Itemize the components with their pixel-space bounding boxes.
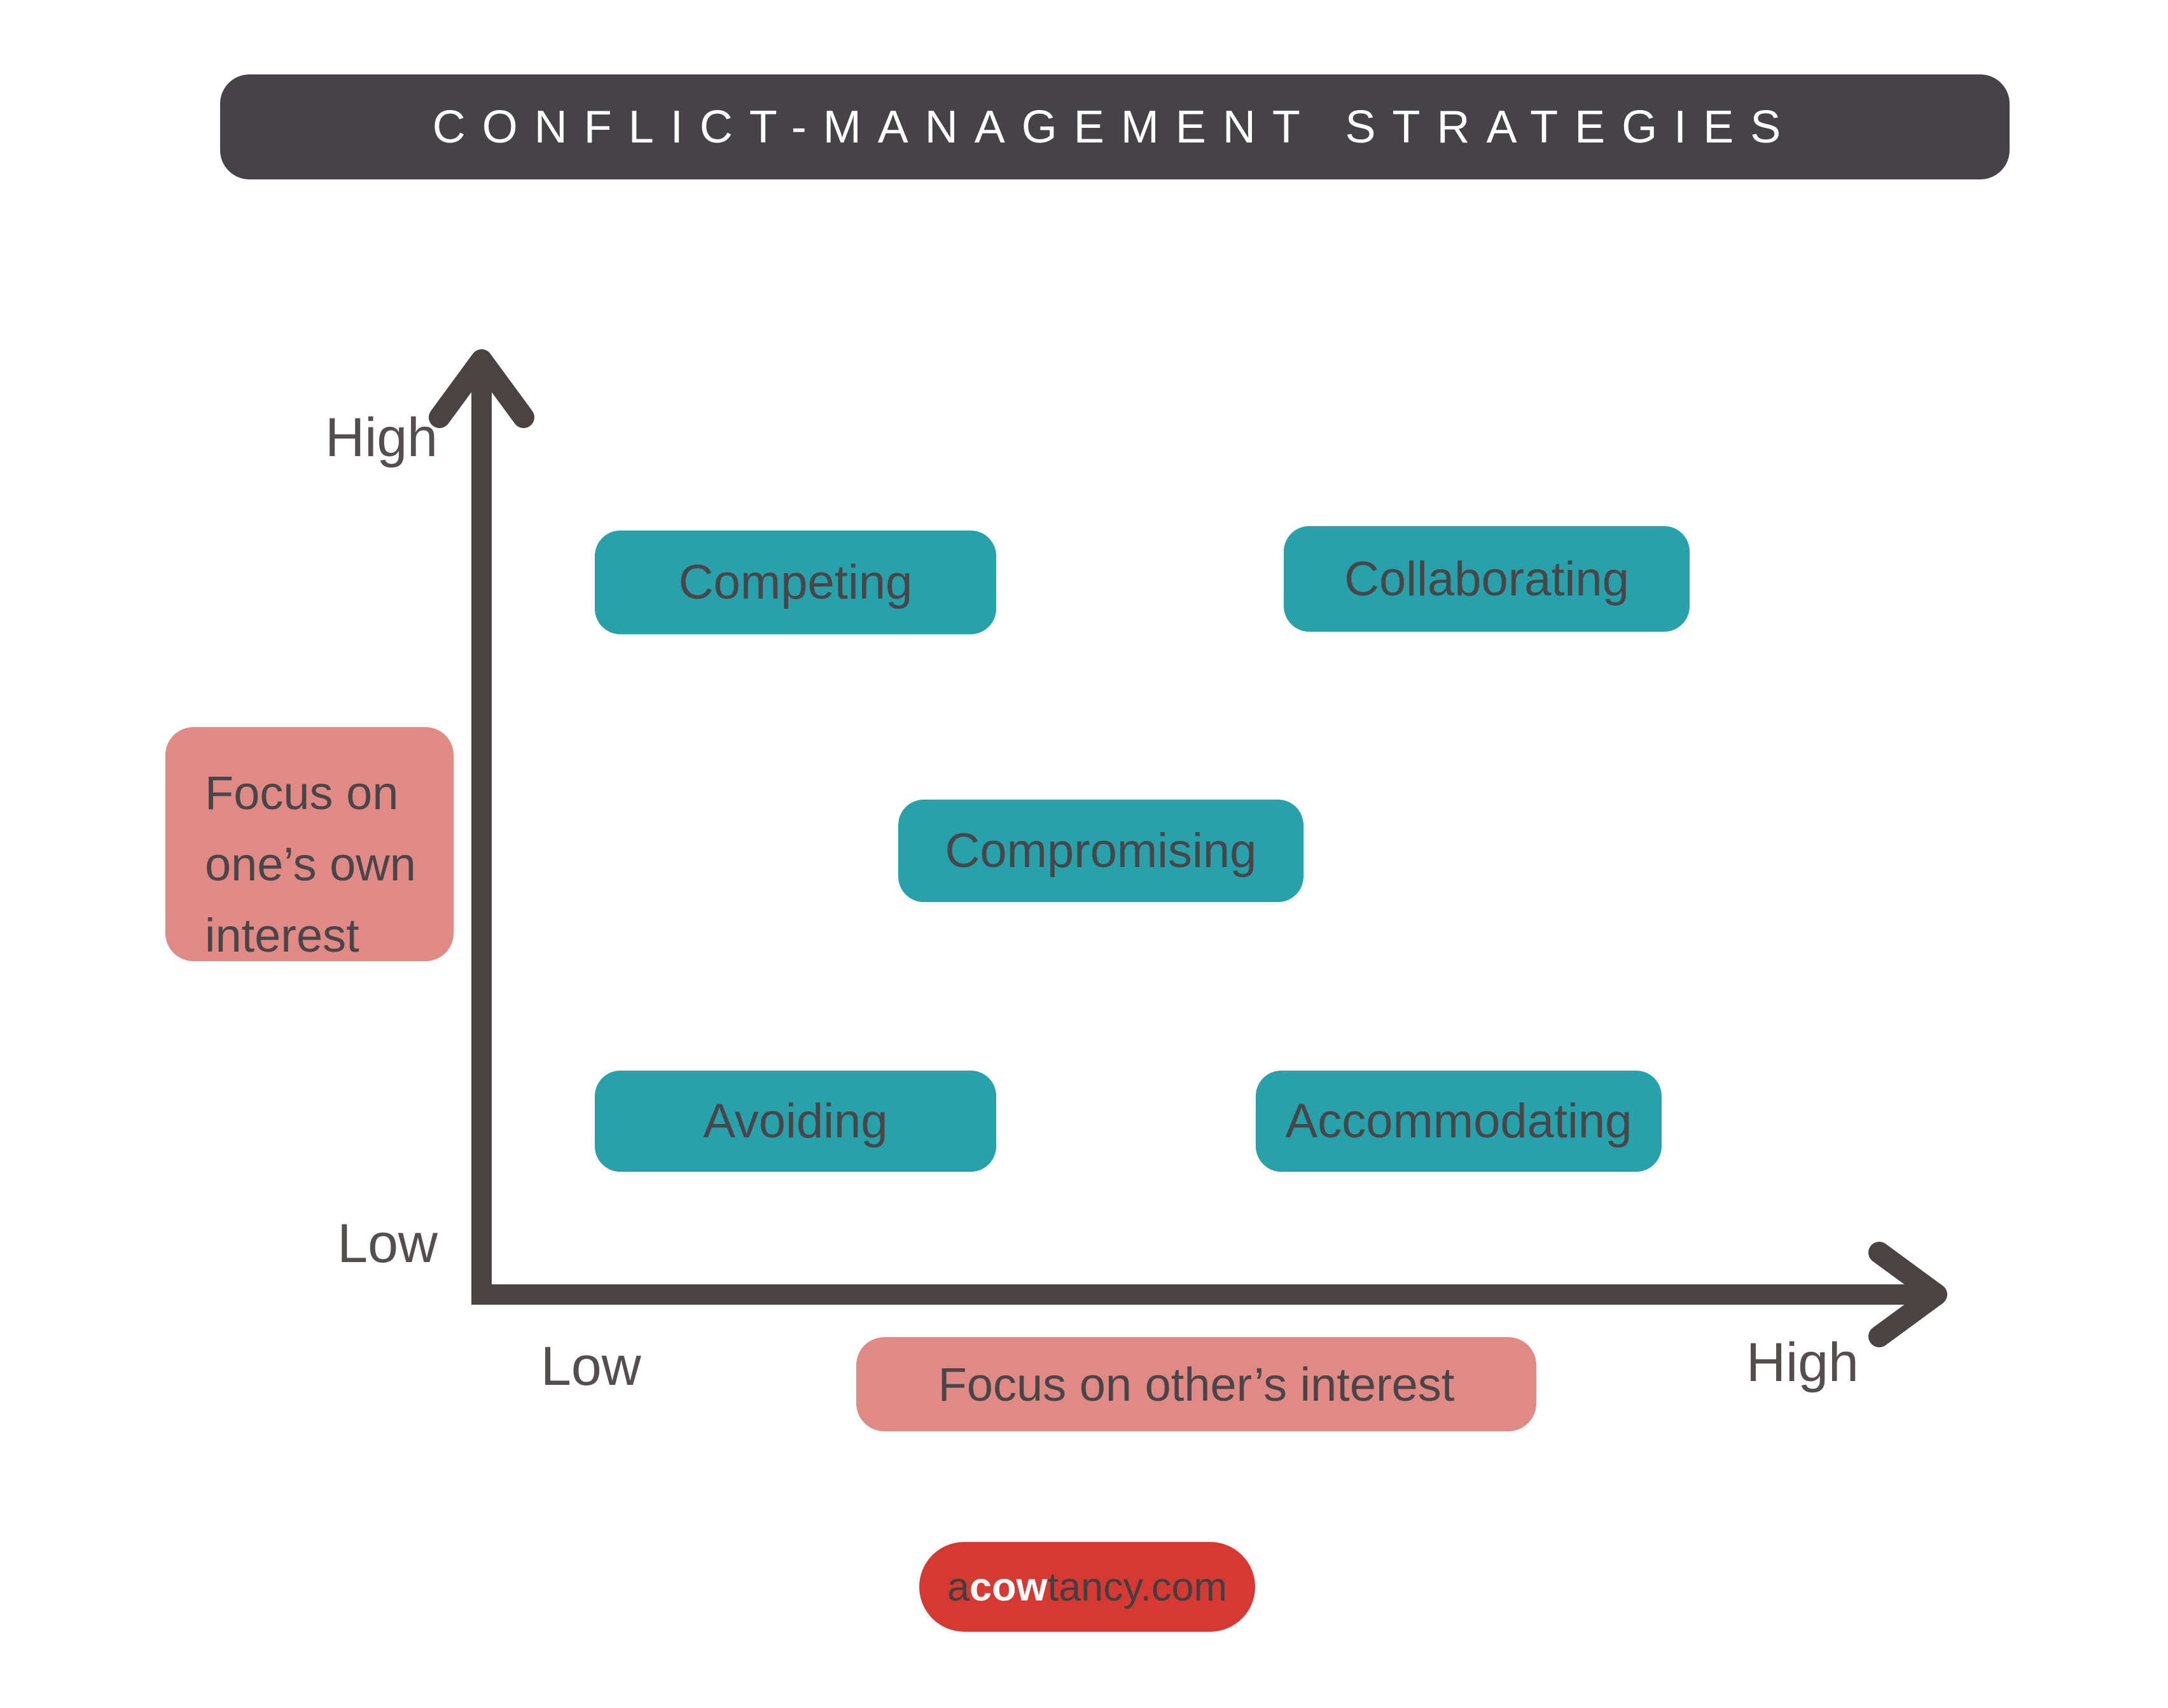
strategy-competing-label: Competing [678, 555, 913, 609]
title-bar: CONFLICT-MANAGEMENT STRATEGIES [220, 74, 2010, 179]
strategy-accommodating: Accommodating [1256, 1071, 1662, 1172]
x-axis-arrowhead-icon [1868, 1242, 1947, 1347]
brand-bold: cow [969, 1564, 1048, 1609]
strategy-competing: Competing [595, 531, 996, 634]
axis-lines [471, 360, 1936, 1305]
y-axis-title-box: Focus on one’s own interest [165, 727, 454, 962]
strategy-collaborating-label: Collaborating [1344, 552, 1629, 606]
strategy-compromising: Compromising [898, 800, 1303, 902]
strategy-avoiding: Avoiding [595, 1071, 996, 1172]
y-axis-arrowhead-icon [429, 349, 534, 428]
x-axis-high-label: High [1746, 1332, 1859, 1393]
x-axis-title-label: Focus on other’s interest [938, 1357, 1455, 1411]
y-axis-title-line-1: Focus on [205, 767, 399, 819]
strategy-accommodating-label: Accommodating [1285, 1094, 1632, 1148]
strategy-collaborating: Collaborating [1284, 526, 1690, 632]
brand-prefix: a [947, 1564, 970, 1609]
y-axis-high-label: High [325, 407, 438, 468]
y-axis-low-label: Low [337, 1213, 438, 1274]
strategy-compromising-label: Compromising [945, 824, 1257, 878]
page-title: CONFLICT-MANAGEMENT STRATEGIES [432, 101, 1798, 153]
x-axis-low-label: Low [541, 1336, 641, 1397]
strategy-avoiding-label: Avoiding [703, 1094, 888, 1148]
brand-suffix: tancy.com [1047, 1564, 1227, 1609]
y-axis-title-line-2: one’s own [205, 838, 416, 891]
y-axis-title-line-3: interest [205, 909, 359, 962]
x-axis-title-box: Focus on other’s interest [856, 1337, 1536, 1431]
